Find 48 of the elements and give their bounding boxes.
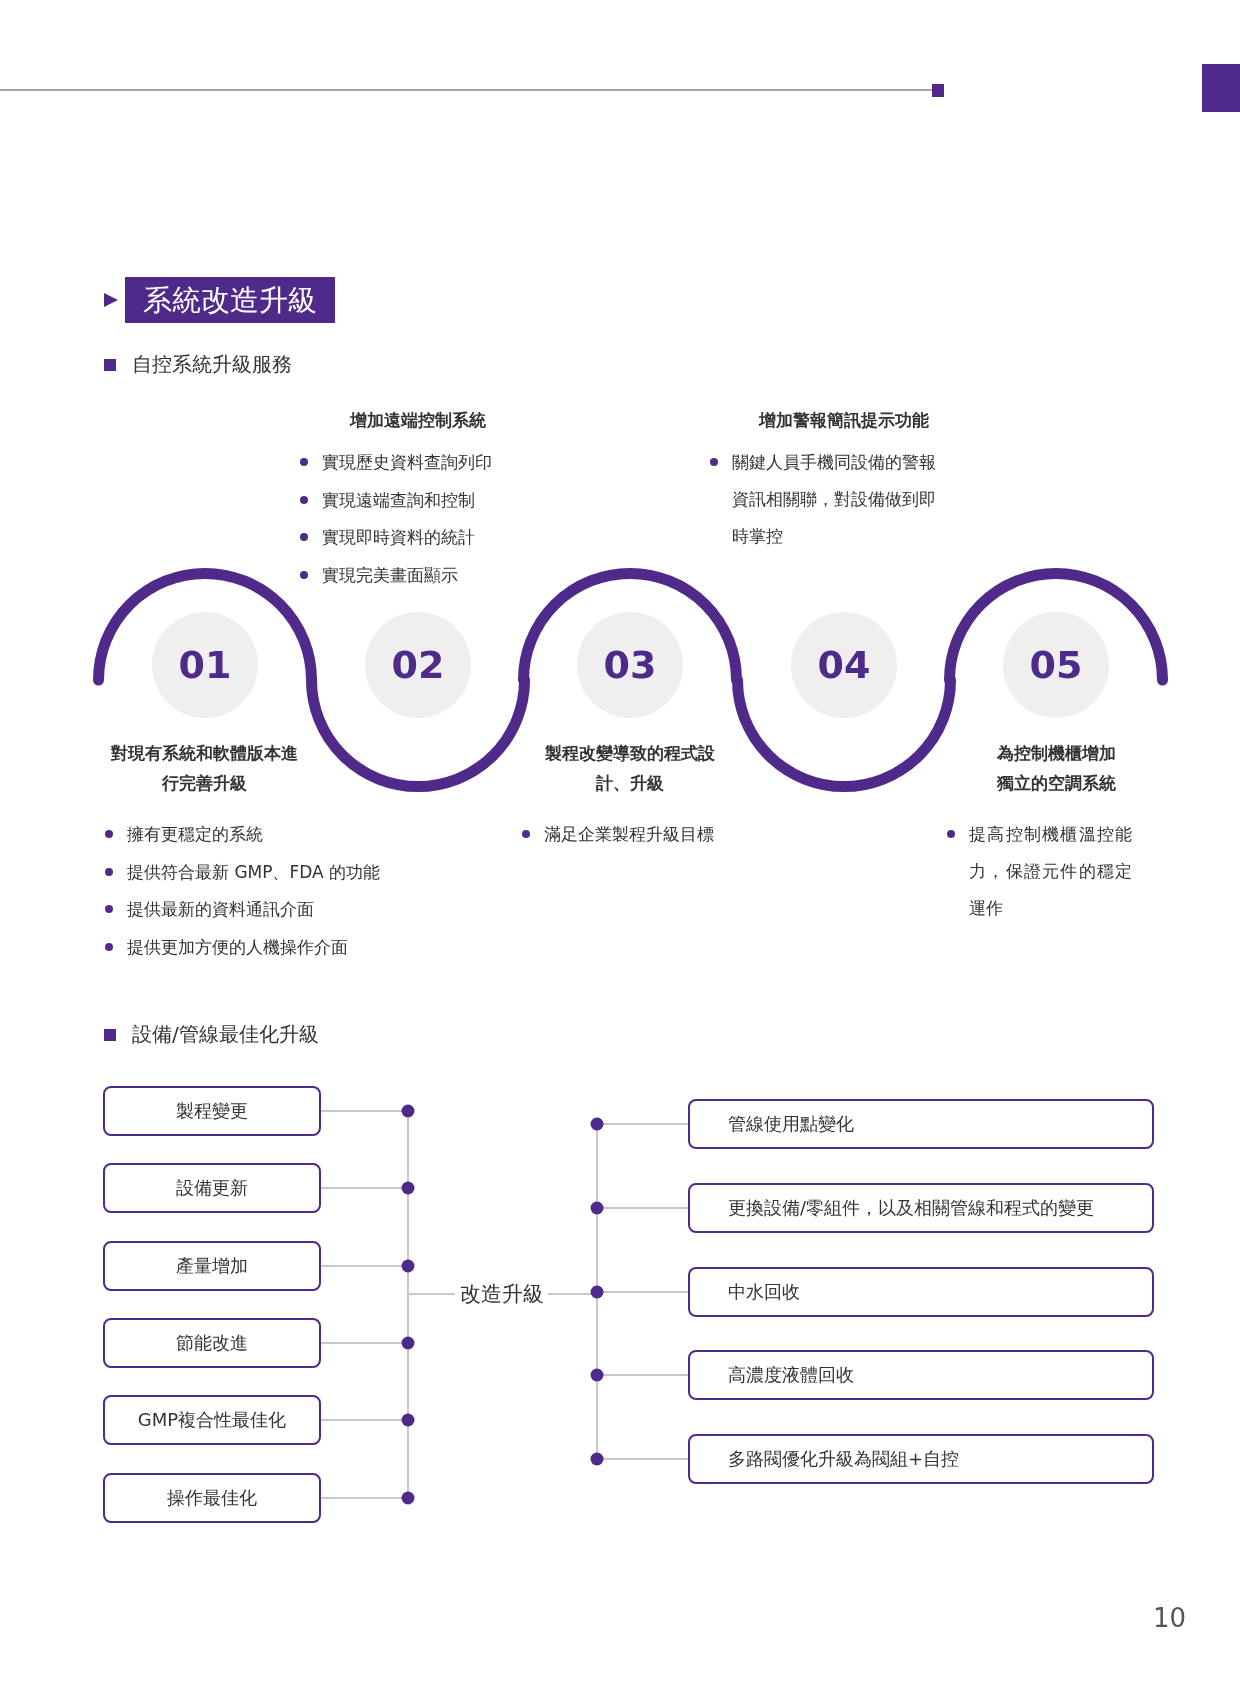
subsection-heading: 設備/管線最佳化升級 <box>132 1021 319 1048</box>
item-label: GMP複合性最佳化 <box>137 1408 287 1432</box>
item-label: 高濃度液體回收 <box>728 1363 854 1387</box>
step-heading: 增加遠端控制系統 <box>348 409 487 432</box>
step-number: 03 <box>603 643 657 687</box>
item-label: 操作最佳化 <box>167 1486 257 1510</box>
item-label: 更換設備/零組件，以及相關管線和程式的變更 <box>728 1196 1095 1220</box>
bullet-item: 實現歷史資料查詢列印 <box>300 444 540 481</box>
bullet-item: 提供符合最新 GMP、FDA 的功能 <box>105 853 405 891</box>
bullet-item: 實現即時資料的統計 <box>300 519 540 556</box>
item-label: 製程變更 <box>176 1099 248 1123</box>
step-number: 01 <box>178 643 232 687</box>
item-label: 中水回收 <box>728 1280 800 1304</box>
step-heading: 為控制機櫃增加獨立的空調系統 <box>995 742 1117 795</box>
item-label: 管線使用點變化 <box>728 1112 854 1136</box>
bullet-item: 實現遠端查詢和控制 <box>300 481 540 519</box>
bullet-item: 滿足企業製程升級目標 <box>522 816 742 853</box>
item-label: 設備更新 <box>176 1176 248 1200</box>
item-box <box>103 1086 321 1136</box>
bullet-item: 擁有更穩定的系統 <box>105 816 405 853</box>
item-box <box>103 1318 321 1368</box>
item-box <box>103 1473 321 1523</box>
bullet-item: 提供最新的資料通訊介面 <box>105 891 405 928</box>
item-box <box>103 1163 321 1213</box>
item-label: 多路閥優化升級為閥組+自控 <box>728 1447 960 1471</box>
subsection-heading: 自控系統升級服務 <box>132 351 292 378</box>
item-box <box>688 1099 1154 1149</box>
step-heading: 增加警報簡訊提示功能 <box>757 409 930 432</box>
hub-label: 改造升級 <box>455 1280 548 1308</box>
bullet-item: 實現完美畫面顯示 <box>300 556 540 594</box>
step-number: 04 <box>817 643 871 687</box>
item-box <box>103 1241 321 1291</box>
bullet-item: 提高控制機櫃溫控能力，保證元件的穩定運作 <box>947 816 1132 927</box>
step-number: 02 <box>391 643 445 687</box>
item-box <box>688 1183 1154 1233</box>
item-box <box>688 1267 1154 1317</box>
page-number: 10 <box>1153 1603 1187 1633</box>
step-heading: 製程改變導致的程式設計、升級 <box>545 742 715 795</box>
bullet-item: 提供更加方便的人機操作介面 <box>105 928 405 966</box>
item-box <box>688 1350 1154 1400</box>
item-label: 產量增加 <box>176 1254 248 1278</box>
item-box <box>103 1395 321 1445</box>
step-heading: 對現有系統和軟體版本進行完善升級 <box>109 742 299 795</box>
bullet-item: 關鍵人員手機同設備的警報資訊相關聯，對設備做到即時掌控 <box>710 444 950 555</box>
section-title: 系統改造升級 <box>125 277 335 323</box>
item-label: 節能改進 <box>176 1331 248 1355</box>
item-box <box>688 1434 1154 1484</box>
step-number: 05 <box>1029 643 1083 687</box>
